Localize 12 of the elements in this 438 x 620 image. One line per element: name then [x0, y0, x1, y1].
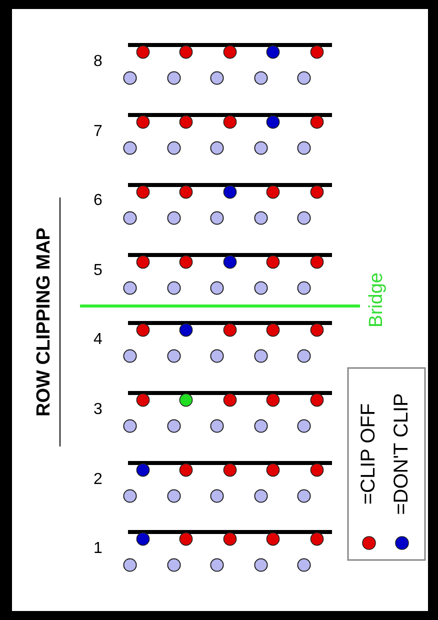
legend-label: =DON'T CLIP — [390, 393, 414, 515]
legend-label: =CLIP OFF — [358, 403, 380, 505]
row-number: 6 — [94, 192, 102, 210]
row-number: 1 — [94, 540, 102, 558]
row-number: 3 — [94, 401, 102, 419]
row-number: 5 — [94, 262, 102, 280]
row-number: 4 — [94, 331, 102, 349]
bridge-label: Bridge — [366, 272, 388, 328]
title: ROW CLIPPING MAP — [34, 198, 60, 446]
row-number: 8 — [94, 53, 102, 71]
row-number: 7 — [94, 123, 102, 141]
row-number: 2 — [94, 471, 102, 489]
